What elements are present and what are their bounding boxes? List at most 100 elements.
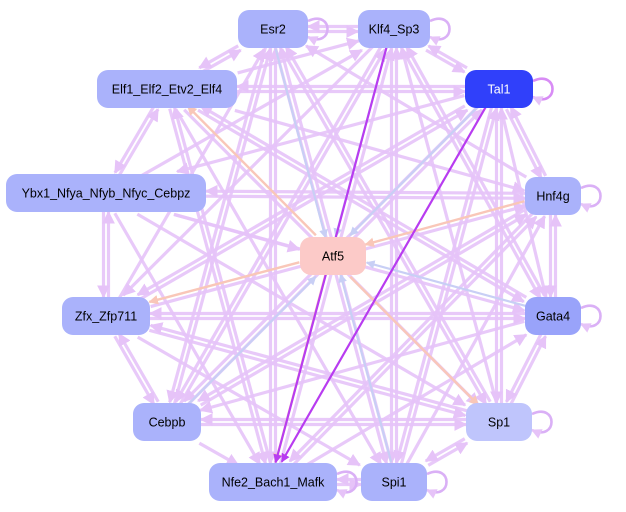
- edge-Cebpb-to-Zfx_Zfp711: [117, 332, 160, 403]
- edge-Ybx1_Nfya_Nfyb_Nfyc_Cebpz-to-Nfe2_Bach1_Mafk: [113, 212, 262, 466]
- edge-Tal1-to-Atf5: [349, 105, 480, 237]
- node-label: Atf5: [322, 250, 344, 264]
- node-Cebpb[interactable]: Cebpb: [133, 403, 201, 441]
- edge-Gata4-to-Cebpb: [199, 319, 525, 414]
- node-box[interactable]: [62, 297, 150, 335]
- node-Sp1[interactable]: Sp1: [466, 403, 532, 441]
- self-loop-Spi1: [426, 470, 448, 499]
- edge-Tal1-to-Nfe2_Bach1_Mafk: [280, 106, 487, 463]
- edge-Sp1-to-Gata4: [509, 334, 547, 405]
- node-box[interactable]: [97, 70, 237, 108]
- edge-Atf5-to-Zfx_Zfp711: [148, 261, 300, 305]
- node-label: Esr2: [260, 23, 286, 37]
- self-loop-Gata4: [580, 304, 602, 333]
- self-loop-Sp1: [531, 410, 553, 439]
- self-loop-layer: [307, 17, 602, 499]
- edge-Ybx1_Nfya_Nfyb_Nfyc_Cebpz-to-Klf4_Sp3: [139, 48, 363, 178]
- edge-Elf1_Elf2_Etv2_Elf4-to-Gata4: [197, 108, 525, 304]
- edge-Esr2-to-Atf5: [274, 48, 328, 239]
- node-label: Ybx1_Nfya_Nfyb_Nfyc_Cebpz: [22, 187, 191, 201]
- edge-Cebpb-to-Klf4_Sp3: [178, 48, 387, 406]
- node-label: Elf1_Elf2_Etv2_Elf4: [112, 83, 223, 97]
- edge-Spi1-to-Hnf4g: [405, 215, 547, 465]
- node-label: Spi1: [381, 476, 406, 490]
- node-label: Tal1: [488, 83, 511, 97]
- edge-Elf1_Elf2_Etv2_Elf4-to-Klf4_Sp3: [237, 37, 360, 75]
- edge-Elf1_Elf2_Etv2_Elf4-to-Spi1: [174, 108, 383, 466]
- node-Tal1[interactable]: Tal1: [465, 70, 533, 108]
- node-label: Zfx_Zfp711: [75, 310, 137, 324]
- edge-Atf5-to-Elf1_Elf2_Etv2_Elf4: [186, 105, 317, 237]
- node-box[interactable]: [6, 174, 206, 212]
- edge-Elf1_Elf2_Etv2_Elf4-to-Hnf4g: [234, 108, 526, 194]
- edge-Elf1_Elf2_Etv2_Elf4-to-Ybx1_Nfya_Nfyb_Nfyc_Cebpz: [113, 105, 156, 174]
- edge-Zfx_Zfp711-to-Tal1: [139, 108, 469, 301]
- self-loop-Hnf4g: [580, 184, 602, 213]
- node-box[interactable]: [525, 177, 581, 215]
- node-box[interactable]: [358, 10, 430, 48]
- edge-Gata4-to-Elf1_Elf2_Etv2_Elf4: [199, 104, 528, 299]
- node-box[interactable]: [209, 463, 337, 501]
- edge-Sp1-to-Zfx_Zfp711: [149, 322, 468, 413]
- edge-Hnf4g-to-Ybx1_Nfya_Nfyb_Nfyc_Cebpz: [204, 184, 526, 198]
- edge-Nfe2_Bach1_Mafk-to-Gata4: [305, 333, 528, 467]
- edge-Ybx1_Nfya_Nfyb_Nfyc_Cebpz-to-Elf1_Elf2_Etv2_Elf4: [117, 108, 160, 177]
- node-Esr2[interactable]: Esr2: [238, 10, 308, 48]
- node-Gata4[interactable]: Gata4: [525, 297, 581, 335]
- edge-Spi1-to-Sp1: [427, 441, 469, 467]
- node-Nfe2_Bach1_Mafk[interactable]: Nfe2_Bach1_Mafk: [209, 463, 337, 501]
- self-loop-Klf4_Sp3: [429, 17, 451, 46]
- edge-Zfx_Zfp711-to-Sp1: [148, 328, 467, 419]
- node-box[interactable]: [300, 237, 366, 275]
- edge-Cebpb-to-Hnf4g: [199, 213, 528, 407]
- edge-Hnf4g-to-Atf5: [364, 200, 525, 247]
- node-label: Klf4_Sp3: [369, 23, 420, 37]
- node-Zfx_Zfp711[interactable]: Zfx_Zfp711: [62, 297, 150, 335]
- edge-Hnf4g-to-Tal1: [509, 105, 548, 177]
- edge-Elf1_Elf2_Etv2_Elf4-to-Esr2: [201, 48, 242, 74]
- edge-Tal1-to-Gata4: [499, 108, 550, 299]
- edge-Sp1-to-Spi1: [424, 437, 466, 463]
- node-box[interactable]: [238, 10, 308, 48]
- self-loop-Esr2: [307, 17, 329, 46]
- self-loop-Tal1: [532, 77, 554, 106]
- node-box[interactable]: [361, 463, 427, 501]
- edge-Hnf4g-to-Cebpb: [197, 208, 525, 403]
- edge-Esr2-to-Elf1_Elf2_Etv2_Elf4: [198, 44, 239, 70]
- node-Klf4_Sp3[interactable]: Klf4_Sp3: [358, 10, 430, 48]
- node-Atf5[interactable]: Atf5: [300, 237, 366, 275]
- node-label: Nfe2_Bach1_Mafk: [222, 476, 326, 490]
- edge-Esr2-to-Sp1: [280, 48, 488, 406]
- node-box[interactable]: [525, 297, 581, 335]
- node-label: Sp1: [488, 416, 510, 430]
- edge-Esr2-to-Cebpb: [166, 46, 268, 404]
- node-label: Hnf4g: [536, 190, 569, 204]
- node-Spi1[interactable]: Spi1: [361, 463, 427, 501]
- edge-Atf5-to-Sp1: [349, 275, 480, 406]
- edge-Ybx1_Nfya_Nfyb_Nfyc_Cebpz-to-Sp1: [136, 212, 467, 407]
- self-loop-Nfe2_Bach1_Mafk: [336, 470, 358, 499]
- edge-Sp1-to-Klf4_Sp3: [398, 46, 498, 403]
- node-Elf1_Elf2_Etv2_Elf4[interactable]: Elf1_Elf2_Etv2_Elf4: [97, 70, 237, 108]
- edge-Cebpb-to-Nfe2_Bach1_Mafk: [198, 441, 240, 467]
- edge-Gata4-to-Sp1: [505, 333, 543, 404]
- node-Hnf4g[interactable]: Hnf4g: [525, 177, 581, 215]
- edge-Elf1_Elf2_Etv2_Elf4-to-Nfe2_Bach1_Mafk: [168, 108, 269, 465]
- edge-Spi1-to-Atf5: [338, 273, 393, 463]
- node-box[interactable]: [465, 70, 533, 108]
- edge-Klf4_Sp3-to-Tal1: [425, 48, 466, 74]
- node-label: Gata4: [536, 310, 570, 324]
- node-label: Cebpb: [149, 416, 186, 430]
- edge-Cebpb-to-Atf5: [186, 275, 317, 406]
- node-box[interactable]: [466, 403, 532, 441]
- edge-Sp1-to-Esr2: [284, 45, 492, 403]
- edge-Tal1-to-Hnf4g: [504, 108, 543, 180]
- edge-Tal1-to-Zfx_Zfp711: [136, 104, 466, 297]
- edge-Zfx_Zfp711-to-Cebpb: [113, 335, 156, 406]
- edge-Hnf4g-to-Esr2: [305, 44, 528, 179]
- node-Ybx1_Nfya_Nfyb_Nfyc_Cebpz[interactable]: Ybx1_Nfya_Nfyb_Nfyc_Cebpz: [6, 174, 206, 212]
- edge-Tal1-to-Klf4_Sp3: [427, 44, 468, 70]
- node-box[interactable]: [133, 403, 201, 441]
